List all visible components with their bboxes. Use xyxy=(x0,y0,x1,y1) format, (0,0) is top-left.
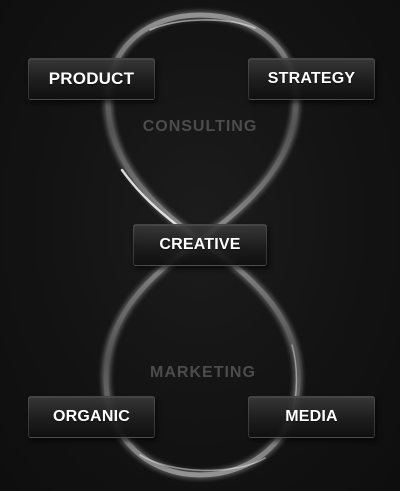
loop-highlight-bottom xyxy=(139,454,266,472)
loop-highlight-cross xyxy=(120,168,180,228)
loop-lower-glow xyxy=(101,235,303,480)
node-media[interactable]: MEDIA xyxy=(248,396,375,438)
section-label-marketing: MARKETING xyxy=(150,364,256,381)
node-product[interactable]: PRODUCT xyxy=(28,58,155,100)
loop-highlight-top xyxy=(149,19,256,31)
node-organic[interactable]: ORGANIC xyxy=(28,396,155,438)
section-label-consulting: CONSULTING xyxy=(142,118,258,135)
loop-upper xyxy=(105,12,299,243)
node-strategy[interactable]: STRATEGY xyxy=(248,58,375,100)
loop-lower xyxy=(103,237,301,478)
node-creative[interactable]: CREATIVE xyxy=(133,224,267,266)
